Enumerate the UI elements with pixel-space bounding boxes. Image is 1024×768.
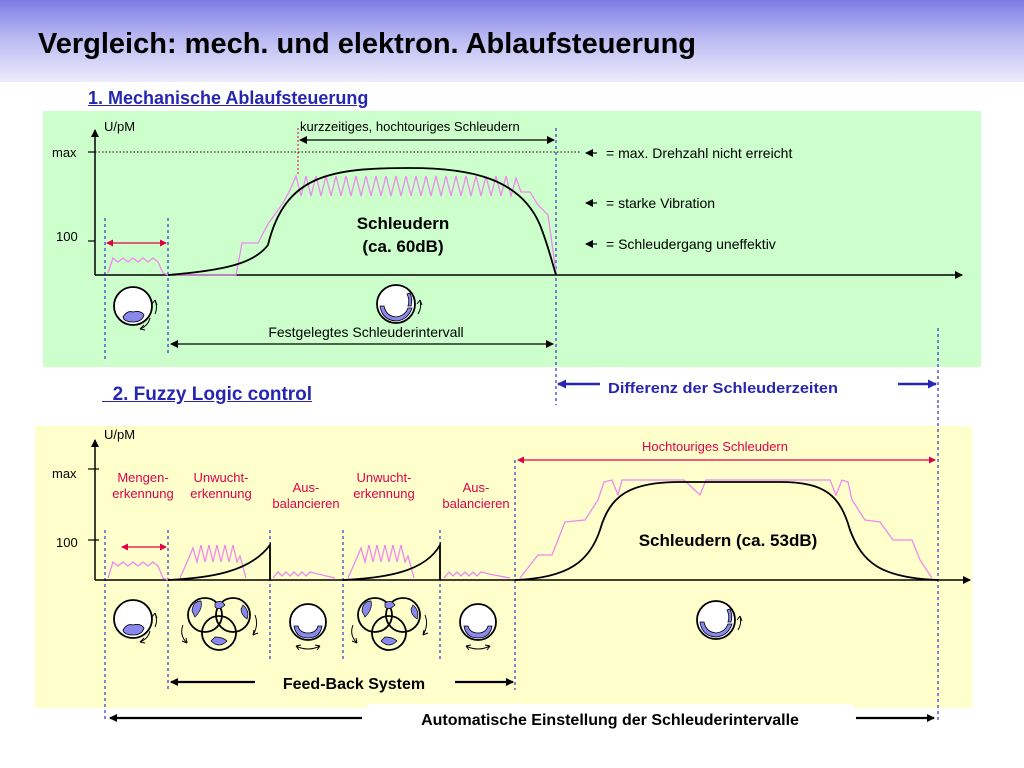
panel2-guides xyxy=(104,405,939,722)
section2-heading: 2. Fuzzy Logic control xyxy=(102,384,313,406)
panel2-tick-100: 100 xyxy=(56,535,78,550)
top-bracket-label: kurzzeitiges, hochtouriges Schleudern xyxy=(300,119,520,134)
panel2-background xyxy=(35,426,972,708)
panel1-y-label: U/pM xyxy=(104,119,135,134)
phase-1-line1: Mengen- xyxy=(117,470,168,485)
panel1-background xyxy=(43,111,981,367)
panel1-curve-label-2: (ca. 60dB) xyxy=(362,237,443,256)
phase-4-line2: erkennung xyxy=(353,486,414,501)
phase-2-line1: Unwucht- xyxy=(194,470,249,485)
phase-2-line2: erkennung xyxy=(190,486,251,501)
feedback-label: Feed-Back System xyxy=(283,676,425,693)
difference-label: Differenz der Schleuderzeiten xyxy=(608,380,838,397)
panel2-black-curves xyxy=(167,481,939,581)
auto-label-box xyxy=(367,704,853,732)
section2-heading-text: 2. Fuzzy Logic control xyxy=(112,384,313,405)
section1-heading: 1. Mechanische Ablaufsteuerung xyxy=(88,88,369,108)
panel1-pink-trace xyxy=(107,173,557,276)
legend-item-3: = Schleudergang uneffektiv xyxy=(606,236,776,252)
phase-5-line1: Aus- xyxy=(463,480,490,495)
panel1-tick-100: 100 xyxy=(56,229,78,244)
panel2-y-label: U/pM xyxy=(104,427,135,442)
interval-label: Festgelegtes Schleuderintervall xyxy=(268,324,463,340)
phase-1-line2: erkennung xyxy=(112,486,173,501)
title-bar: Vergleich: mech. und elektron. Ablaufste… xyxy=(0,0,1024,82)
panel1-guides xyxy=(104,128,939,405)
panel1-legend: = max. Drehzahl nicht erreicht = starke … xyxy=(585,145,792,252)
legend-item-1: = max. Drehzahl nicht erreicht xyxy=(606,145,792,161)
high-speed-label: Hochtouriges Schleudern xyxy=(642,439,788,454)
phase-3-line1: Aus- xyxy=(293,480,320,495)
page-title: Vergleich: mech. und elektron. Ablaufste… xyxy=(38,28,696,60)
panel1-curve-label-1: Schleudern xyxy=(357,214,450,233)
panel2-curve-label: Schleudern (ca. 53dB) xyxy=(639,531,818,550)
legend-item-2: = starke Vibration xyxy=(606,195,715,211)
panel2-pink-traces xyxy=(107,479,933,581)
phase-labels: Mengen- erkennung Unwucht- erkennung Aus… xyxy=(112,470,509,511)
phase-3-line2: balancieren xyxy=(272,496,339,511)
panel1-spin-curve xyxy=(167,167,557,276)
auto-label: Automatische Einstellung der Schleuderin… xyxy=(421,712,799,729)
panel1-tick-max: max xyxy=(52,145,77,160)
phase-4-line1: Unwucht- xyxy=(357,470,412,485)
phase-5-line2: balancieren xyxy=(442,496,509,511)
panel2-tick-max: max xyxy=(52,466,77,481)
